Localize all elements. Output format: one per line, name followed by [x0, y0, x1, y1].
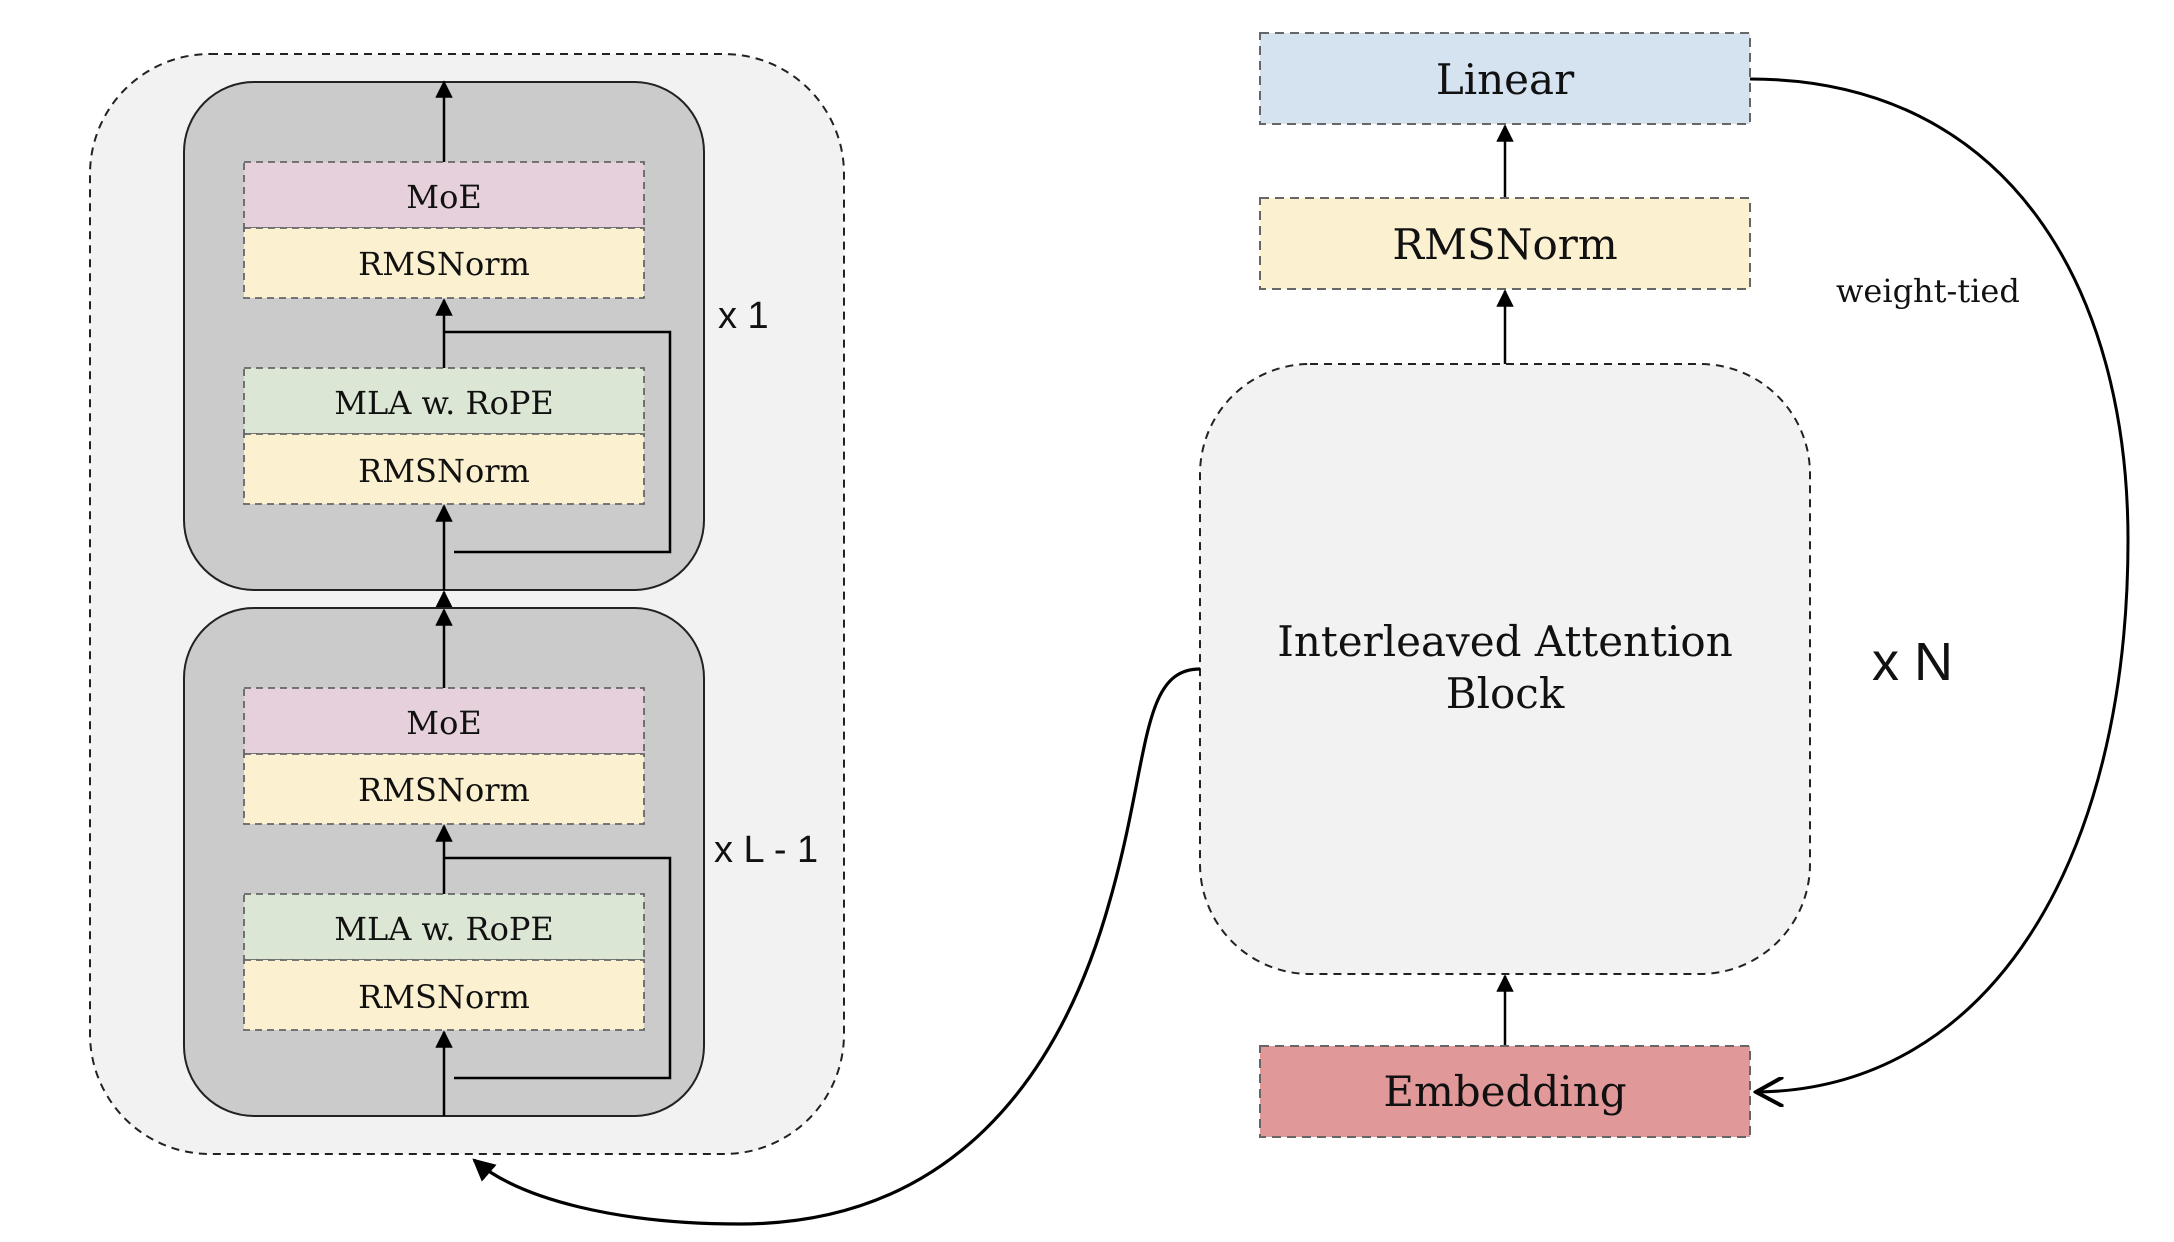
- rmsnorm-label-top-1: RMSNorm: [358, 452, 530, 490]
- rmsnorm-label-bottom-1: RMSNorm: [358, 978, 530, 1016]
- repeat-label-n: x N: [1872, 632, 1953, 692]
- embedding-label: Embedding: [1383, 1067, 1626, 1116]
- moe-label-top: MoE: [406, 178, 481, 216]
- final-rmsnorm-box: [1259, 197, 1751, 290]
- rmsnorm-label-bottom-2: RMSNorm: [358, 771, 530, 809]
- mla-label-bottom: MLA w. RoPE: [334, 910, 553, 948]
- repeat-label-bottom: x L - 1: [714, 829, 818, 871]
- mla-box-top: [243, 367, 645, 435]
- rmsnorm-label-top-2: RMSNorm: [358, 245, 530, 283]
- mla-box-bottom: [243, 893, 645, 961]
- decoder-layer-bottom: MoE RMSNorm MLA w. RoPE RMSNorm: [183, 607, 705, 1117]
- rmsnorm-box-bottom-2: [243, 753, 645, 825]
- block-label-line2: Block: [1446, 669, 1565, 718]
- weight-tied-label: weight-tied: [1836, 272, 2020, 310]
- final-rmsnorm-label: RMSNorm: [1392, 220, 1617, 269]
- embedding-box: [1259, 1045, 1751, 1138]
- linear-box: [1259, 32, 1751, 125]
- rmsnorm-box-top-1: [243, 433, 645, 505]
- linear-label: Linear: [1436, 55, 1575, 104]
- block-label-line1: Interleaved Attention: [1277, 617, 1733, 666]
- rmsnorm-box-bottom-1: [243, 959, 645, 1031]
- expansion-curve: [472, 667, 1201, 1226]
- decoder-layer-top: MoE RMSNorm MLA w. RoPE RMSNorm: [183, 80, 705, 591]
- layer-top-residual-2: [444, 330, 672, 554]
- rmsnorm-box-top-2: [243, 227, 645, 299]
- weight-tied-curve: [1749, 77, 2130, 1092]
- repeat-label-top: x 1: [718, 295, 769, 337]
- layer-bottom-residual-2: [444, 856, 672, 1080]
- mla-label-top: MLA w. RoPE: [334, 384, 553, 422]
- moe-label-bottom: MoE: [406, 704, 481, 742]
